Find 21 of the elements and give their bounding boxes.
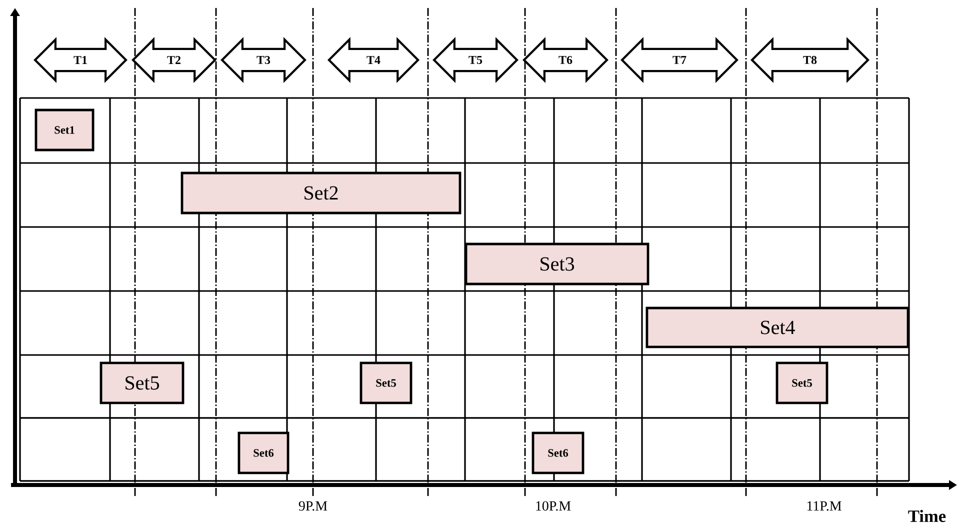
interval-label: T3: [256, 56, 270, 64]
set-box: Set3: [464, 242, 650, 286]
set-box: Set5: [360, 362, 412, 404]
interval-label: T4: [366, 56, 380, 64]
axis-label: Time: [908, 510, 946, 522]
set-box: Set5: [100, 362, 184, 404]
interval-label: T7: [672, 56, 686, 64]
set-box: Set1: [34, 108, 94, 152]
interval-label: T5: [468, 56, 482, 64]
interval-label: T2: [167, 56, 180, 64]
tick-label: 10P.M: [536, 501, 571, 511]
set-box: Set6: [532, 432, 584, 474]
interval-label: T6: [558, 56, 572, 64]
set-box: Set5: [776, 362, 828, 404]
interval-label: T1: [74, 56, 87, 64]
tick-label: 9P.M: [298, 501, 328, 511]
set-box: Set4: [646, 306, 910, 348]
interval-label: T8: [803, 56, 817, 64]
tick-label: 11P.M: [807, 501, 842, 511]
set-box: Set6: [238, 432, 290, 474]
set-box: Set2: [180, 172, 462, 214]
